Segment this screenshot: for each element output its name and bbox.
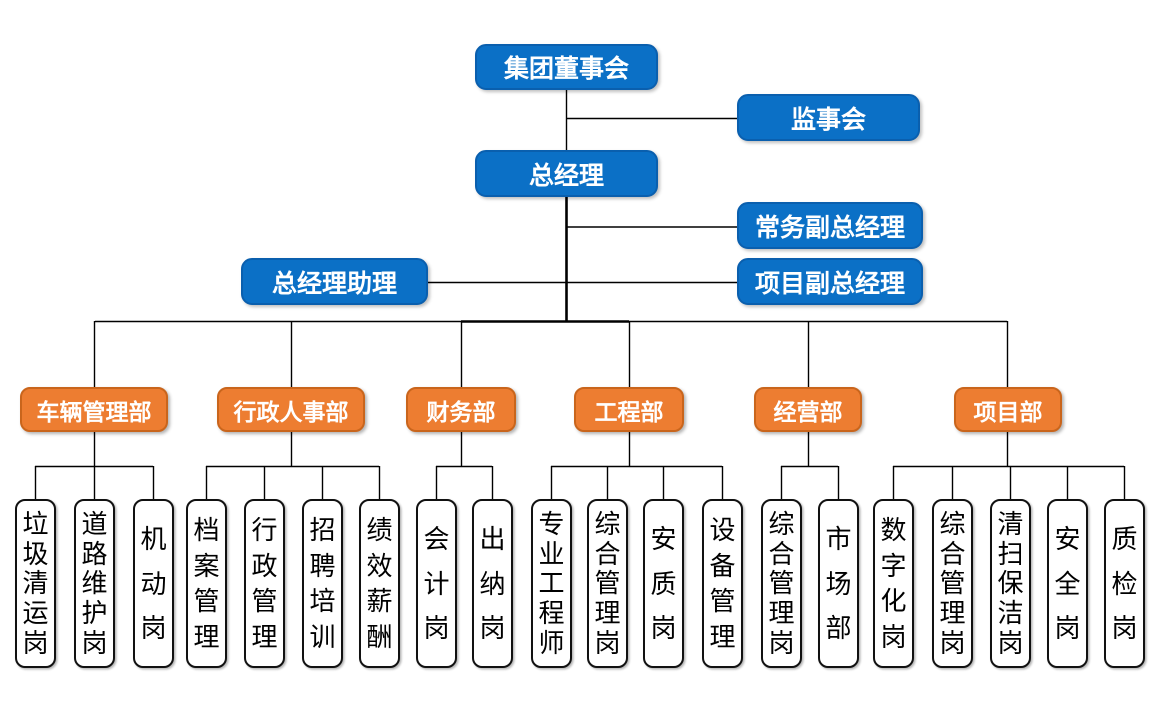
node-dept-admin-hr: 行政人事部 [217,387,365,432]
node-executive-deputy-gm: 常务副总经理 [737,202,923,249]
connector-department-to-team [93,432,1009,466]
node-dept-vehicle-management: 车辆管理部 [20,387,168,432]
node-gm-assistant: 总经理助理 [241,258,428,305]
position-node: 专业工程师 [531,499,572,668]
position-node: 安全岗 [1047,499,1088,668]
node-general-manager: 总经理 [475,150,658,197]
node-dept-business: 经营部 [754,387,862,432]
position-node: 绩效薪酬 [359,499,400,668]
node-supervisory-board: 监事会 [737,94,920,141]
position-node: 机动岗 [133,499,174,668]
position-node: 招聘培训 [302,499,343,668]
position-node: 会计岗 [416,499,457,668]
node-group-board: 集团董事会 [475,44,658,90]
position-node: 市场部 [818,499,859,668]
position-node: 档案管理 [186,499,227,668]
position-node: 安质岗 [643,499,684,668]
position-node: 质检岗 [1104,499,1145,668]
node-dept-engineering: 工程部 [574,387,684,432]
position-node: 垃圾清运岗 [15,499,56,668]
node-dept-project: 项目部 [954,387,1062,432]
connector-position-drops [34,466,1126,499]
position-node: 设备管理 [702,499,743,668]
position-node: 综合管理岗 [932,499,973,668]
position-node: 出纳岗 [472,499,513,668]
position-node: 清扫保洁岗 [990,499,1031,668]
position-node: 综合管理岗 [587,499,628,668]
position-node: 道路维护岗 [74,499,115,668]
connector-department-drops [93,321,1009,387]
position-node: 综合管理岗 [761,499,802,668]
position-node: 行政管理 [244,499,285,668]
node-project-deputy-gm: 项目副总经理 [737,258,923,305]
position-node: 数字化岗 [873,499,914,668]
node-dept-finance: 财务部 [406,387,516,432]
